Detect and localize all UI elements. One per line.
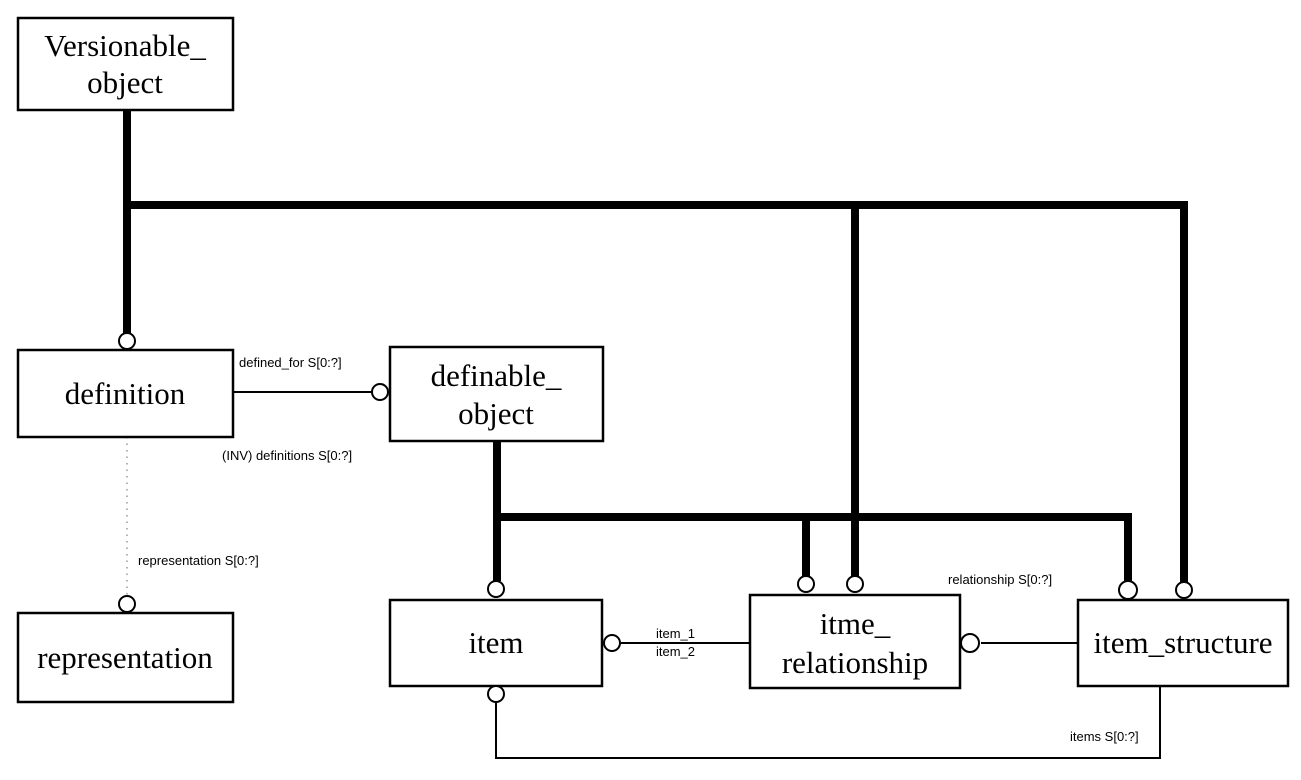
representation-circle: [118, 595, 136, 613]
definition-supertype-circle: [118, 332, 136, 350]
inv-definitions-label: (INV) definitions S[0:?]: [222, 448, 352, 463]
item-link-circle: [603, 634, 621, 652]
relationship-relation-label: relationship S[0:?]: [948, 572, 1052, 587]
definable-object-label-line2: object: [458, 396, 534, 431]
itme-relationship-label-line1: itme_: [820, 606, 891, 641]
representation-relation-label: representation S[0:?]: [138, 553, 259, 568]
definition-label: definition: [65, 376, 186, 411]
structure-versionable-circle: [1175, 581, 1193, 599]
items-line: [495, 686, 1161, 759]
definable-object-label-line1: definable_: [431, 358, 562, 393]
relationship-versionable-circle: [846, 575, 864, 593]
defined-for-circle: [371, 383, 389, 401]
entity-versionable-object[interactable]: Versionable_ object: [16, 16, 235, 112]
supertype-lines: [123, 106, 1188, 584]
relationship-definable-circle: [797, 575, 815, 593]
entity-item-structure[interactable]: item_structure: [1076, 598, 1290, 688]
item-supertype-circle: [487, 580, 505, 598]
entity-item[interactable]: item: [388, 598, 604, 688]
item-2-label: item_2: [656, 644, 695, 659]
entity-definable-object[interactable]: definable_ object: [388, 345, 605, 443]
entity-itme-relationship[interactable]: itme_ relationship: [748, 593, 962, 690]
representation-label: representation: [37, 640, 213, 675]
structure-definable-circle: [1118, 580, 1138, 600]
relationship-labels: defined_for S[0:?] (INV) definitions S[0…: [138, 355, 1139, 744]
relationship-circles: [118, 332, 1193, 703]
relationship-structure-circle: [960, 633, 980, 653]
item-structure-label: item_structure: [1093, 625, 1272, 660]
defined-for-label: defined_for S[0:?]: [239, 355, 342, 370]
items-circle: [487, 685, 505, 703]
item-label: item: [468, 625, 523, 660]
items-relation-label: items S[0:?]: [1070, 729, 1139, 744]
itme-relationship-label-line2: relationship: [782, 645, 928, 680]
relationship-lines: [126, 391, 1161, 759]
entity-representation[interactable]: representation: [16, 611, 235, 704]
item-1-label: item_1: [656, 626, 695, 641]
entity-definition[interactable]: definition: [16, 348, 235, 439]
versionable-object-label-line1: Versionable_: [44, 28, 206, 63]
versionable-object-label-line2: object: [87, 65, 163, 100]
